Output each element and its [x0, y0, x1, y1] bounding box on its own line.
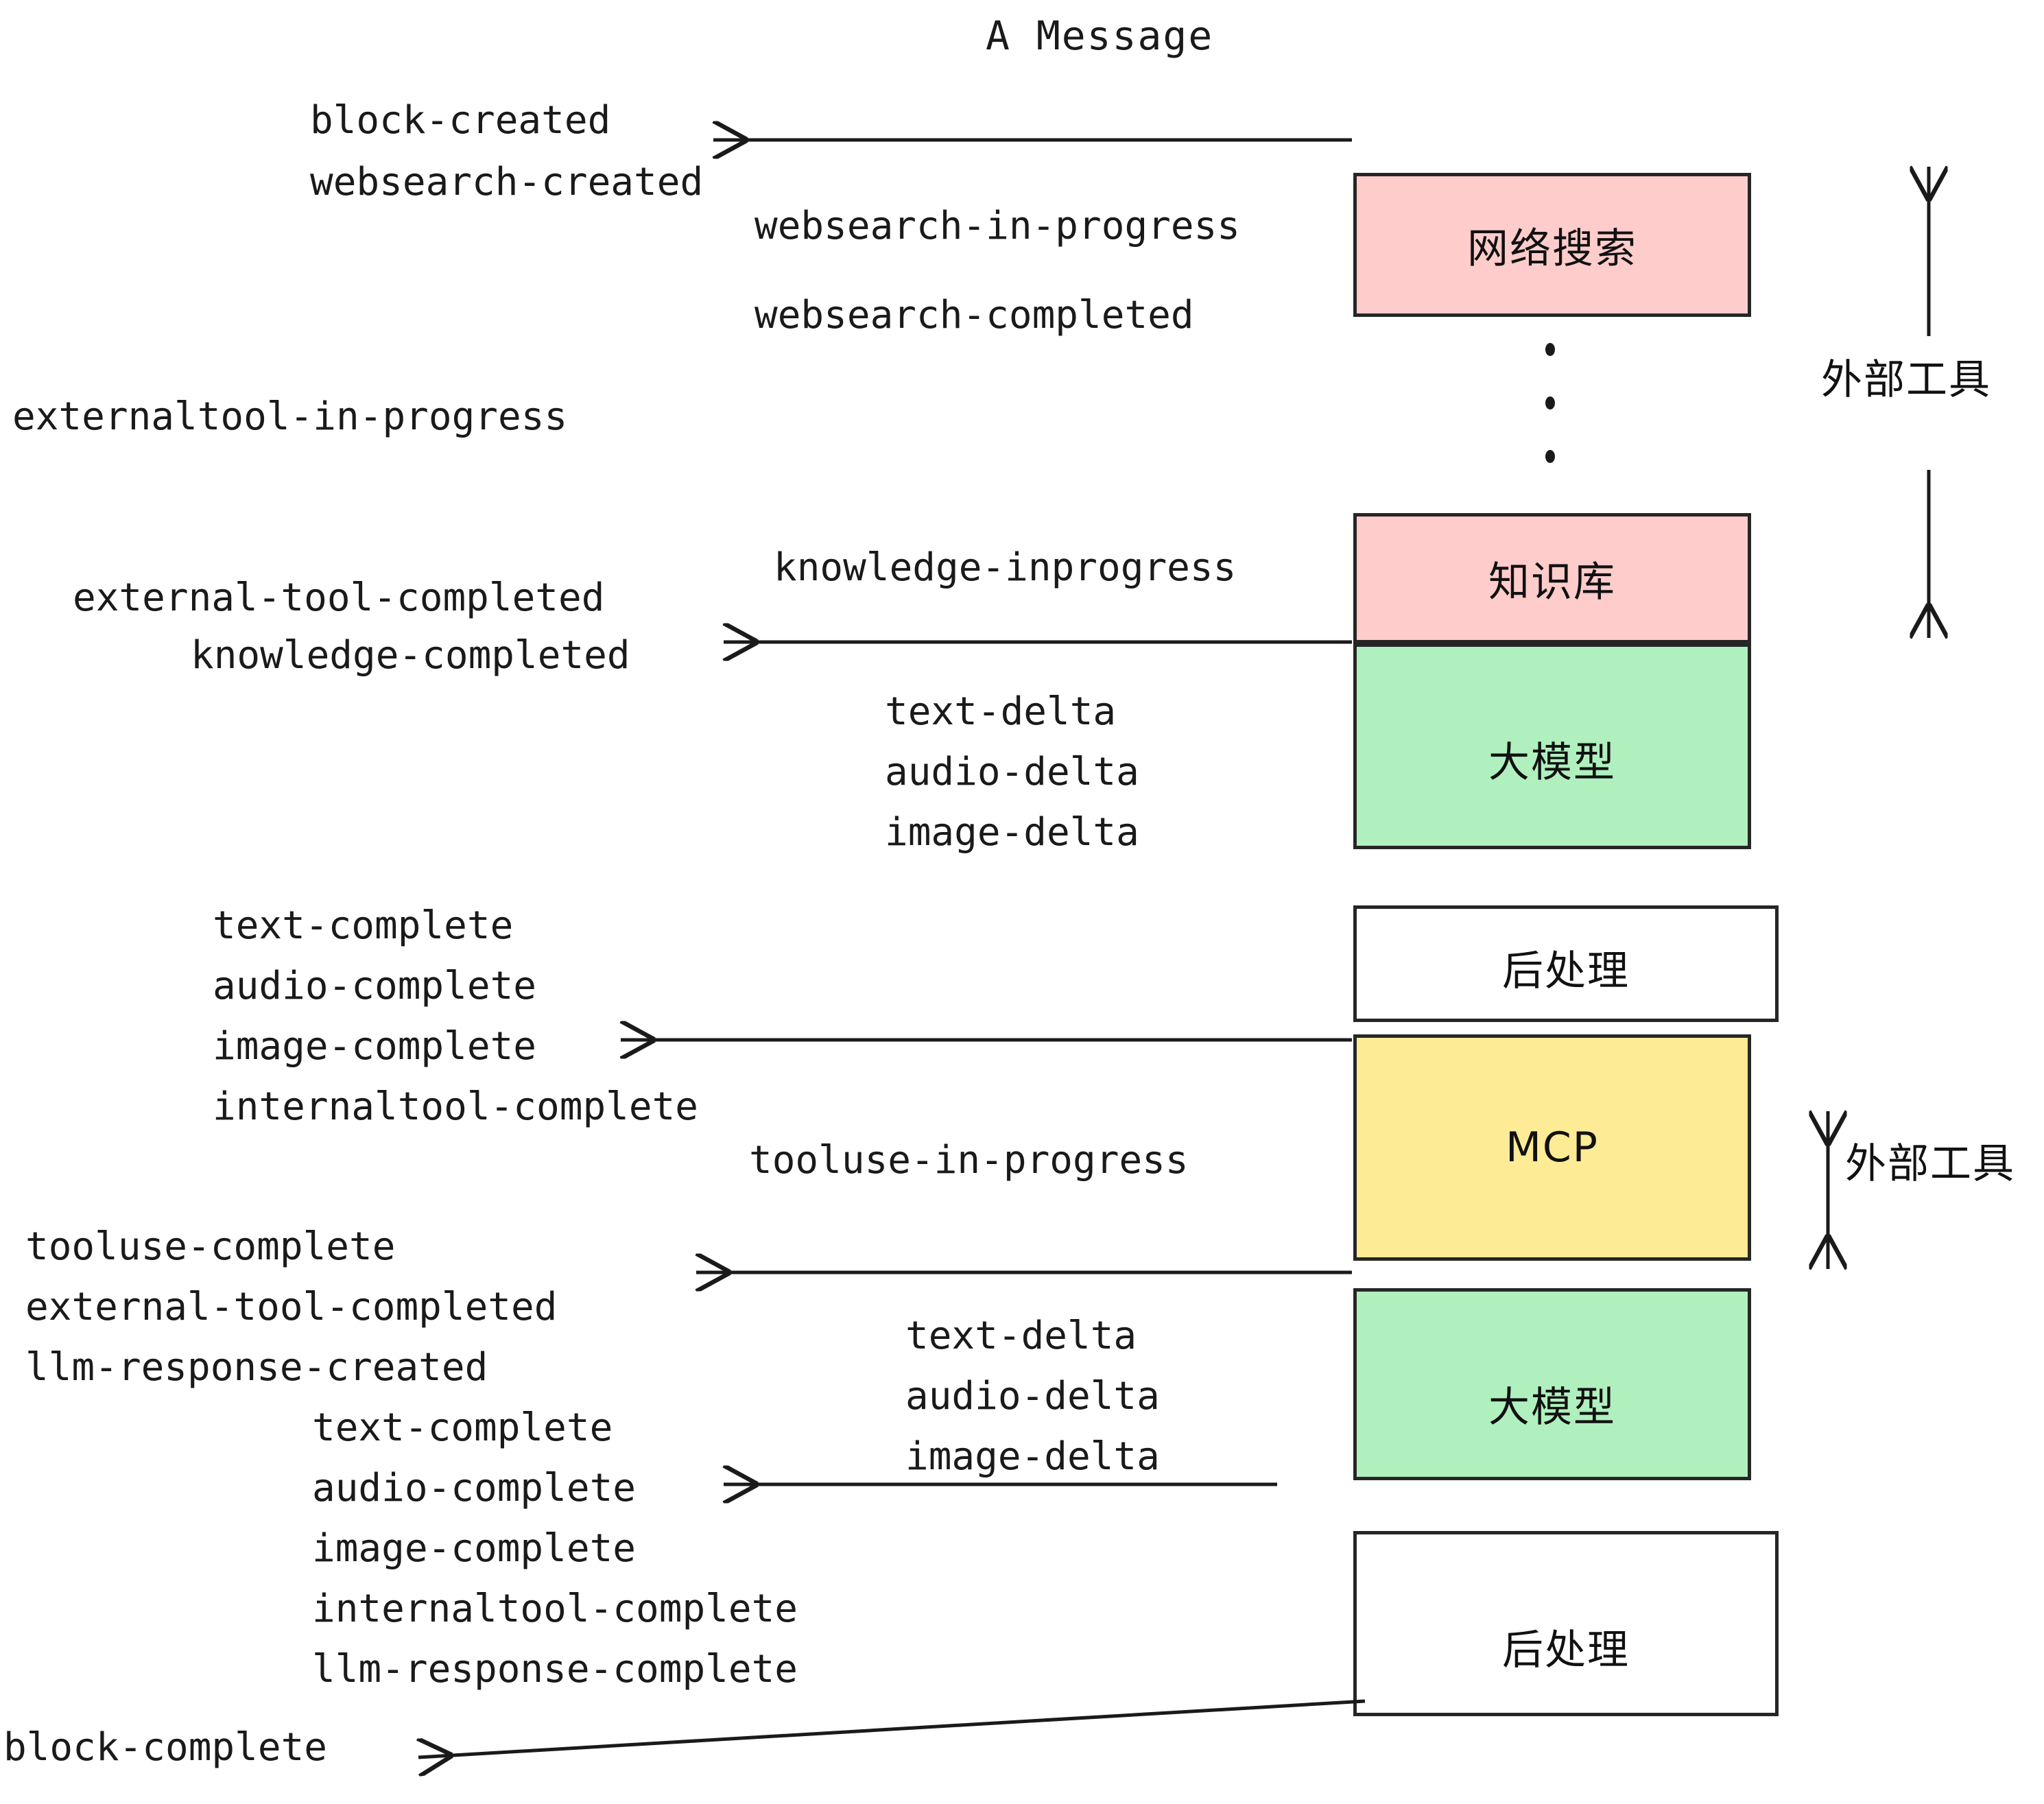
event-websearch-completed: websearch-completed	[754, 293, 1194, 337]
event-tooluse-in-progress: tooluse-in-progress	[749, 1138, 1189, 1183]
event-externaltool-in-progress: externaltool-in-progress	[12, 394, 568, 439]
event-tooluse-complete: tooluse-complete	[25, 1224, 396, 1269]
event-image-delta-1: image-delta	[885, 810, 1139, 855]
event-text-delta-1: text-delta	[885, 689, 1117, 734]
event-knowledge-inprogress: knowledge-inprogress	[774, 545, 1237, 590]
event-image-complete-2: image-complete	[312, 1526, 637, 1571]
box-mcp[interactable]: MCP	[1353, 1034, 1751, 1261]
box-knowledge[interactable]: 知识库	[1353, 513, 1751, 643]
event-text-complete-1: text-complete	[213, 903, 514, 948]
event-external-tool-completed-2: external-tool-completed	[25, 1285, 558, 1329]
side-label-external-tools-top: 外部工具	[1821, 356, 1991, 404]
event-image-delta-2: image-delta	[905, 1434, 1160, 1479]
event-text-delta-2: text-delta	[905, 1314, 1137, 1358]
box-postprocess-bottom[interactable]: 后处理	[1353, 1531, 1779, 1716]
box-llm-bottom[interactable]: 大模型	[1353, 1288, 1751, 1480]
box-websearch-label: 网络搜索	[1467, 224, 1637, 273]
event-audio-complete-2: audio-complete	[312, 1466, 637, 1510]
event-block-created: block-created	[310, 98, 611, 143]
box-llm-bottom-label: 大模型	[1488, 1384, 1616, 1432]
event-text-complete-2: text-complete	[312, 1405, 613, 1450]
box-knowledge-label: 知识库	[1488, 558, 1616, 606]
box-postprocess-top-label: 后处理	[1502, 947, 1630, 995]
event-llm-response-created: llm-response-created	[25, 1345, 488, 1390]
ellipsis-vertical-dots	[1543, 343, 1557, 463]
event-knowledge-completed: knowledge-completed	[191, 633, 630, 678]
event-llm-response-complete: llm-response-complete	[312, 1647, 798, 1692]
page-title: A Message	[986, 12, 1214, 59]
box-llm-top-label: 大模型	[1488, 739, 1616, 787]
event-internaltool-complete-1: internaltool-complete	[213, 1084, 699, 1129]
event-audio-delta-1: audio-delta	[885, 750, 1139, 794]
event-block-complete: block-complete	[3, 1725, 328, 1770]
box-websearch[interactable]: 网络搜索	[1353, 173, 1751, 317]
event-audio-complete-1: audio-complete	[213, 964, 537, 1008]
event-websearch-in-progress: websearch-in-progress	[754, 204, 1241, 248]
box-postprocess-top[interactable]: 后处理	[1353, 905, 1779, 1022]
event-image-complete-1: image-complete	[213, 1024, 537, 1069]
event-internaltool-complete-2: internaltool-complete	[312, 1587, 798, 1631]
event-audio-delta-2: audio-delta	[905, 1374, 1160, 1419]
box-mcp-label: MCP	[1506, 1124, 1599, 1172]
side-label-external-tools-bottom: 外部工具	[1845, 1140, 2015, 1188]
event-websearch-created: websearch-created	[310, 160, 704, 204]
box-postprocess-bottom-label: 后处理	[1502, 1626, 1630, 1674]
event-external-tool-completed-1: external-tool-completed	[73, 575, 605, 620]
arrow-postprocess-to-block-complete	[418, 1699, 1366, 1757]
box-llm-top[interactable]: 大模型	[1353, 643, 1751, 849]
